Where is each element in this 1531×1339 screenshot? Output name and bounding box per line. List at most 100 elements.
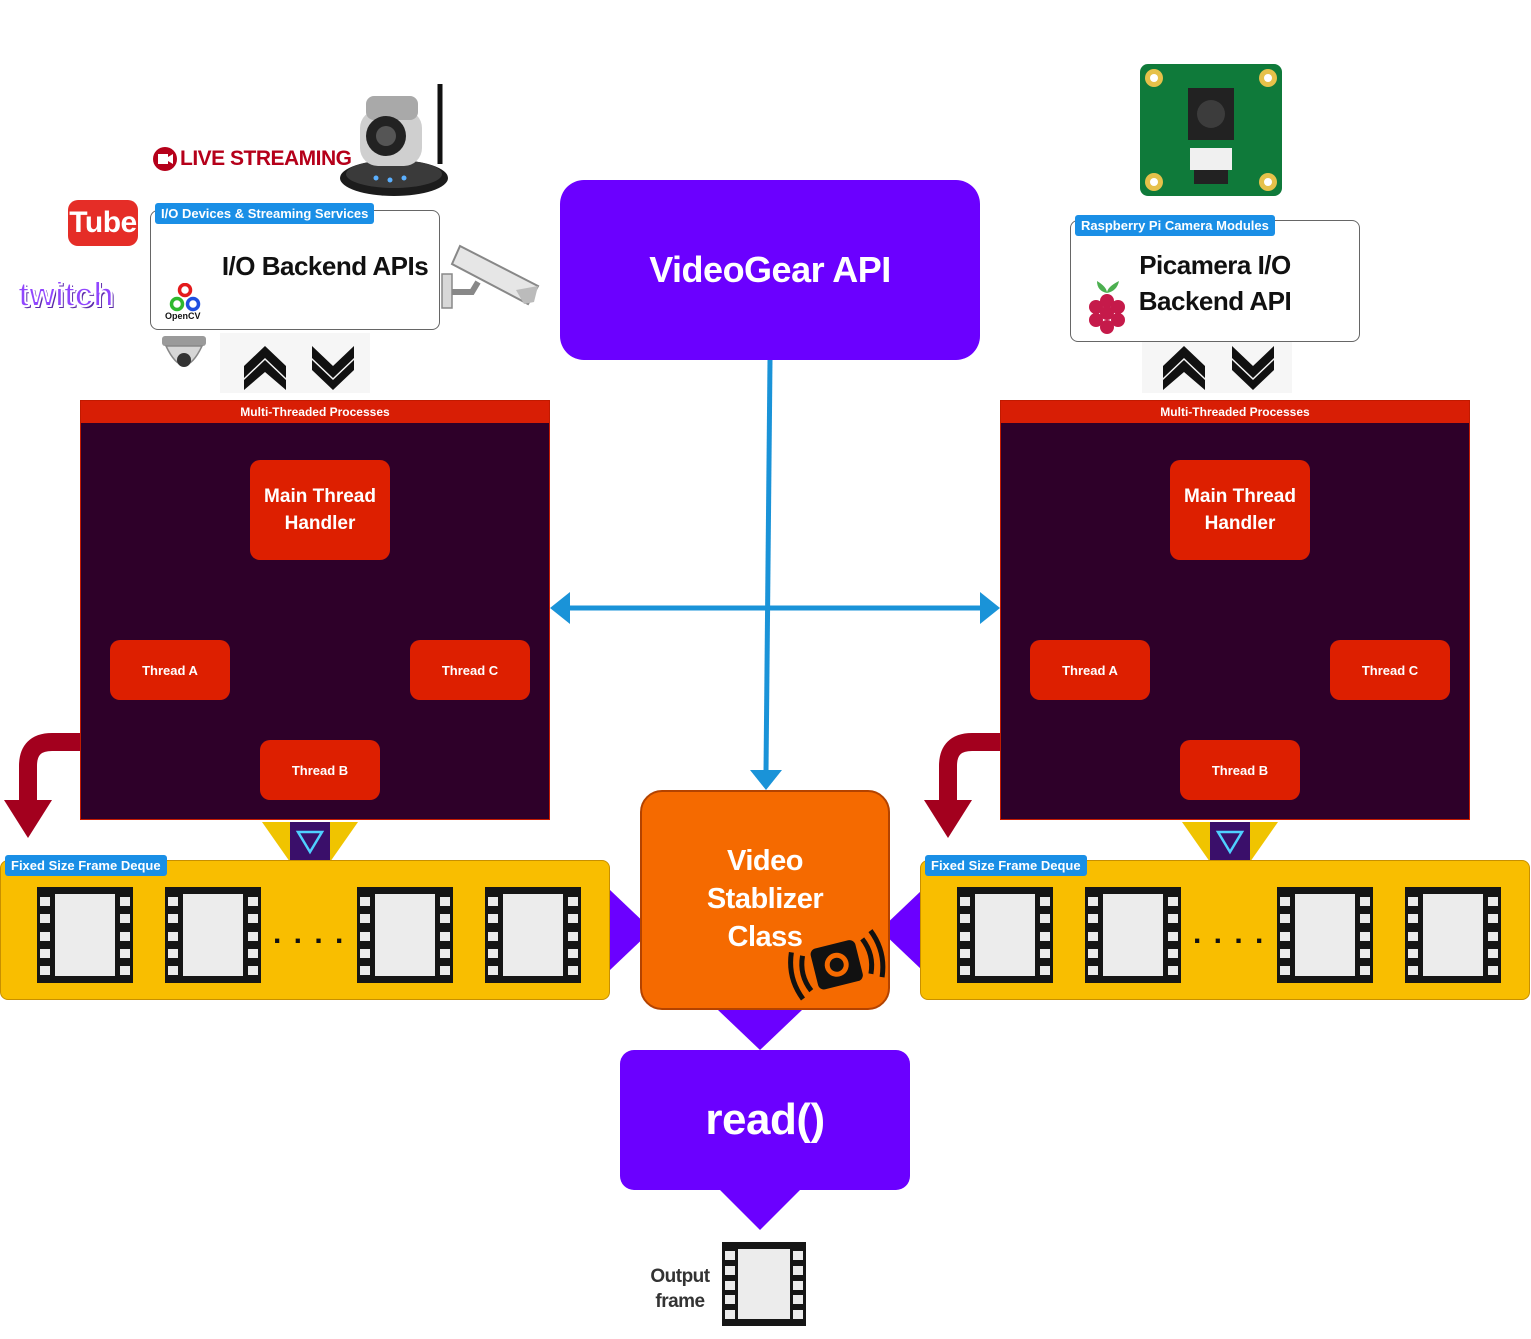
film-sprocket-hole bbox=[1488, 948, 1498, 958]
film-sprocket-hole bbox=[1360, 931, 1370, 941]
film-sprocket-hole bbox=[568, 897, 578, 907]
film-sprocket-hole bbox=[1488, 931, 1498, 941]
ip-camera-icon bbox=[340, 84, 448, 196]
film-sprocket-hole bbox=[360, 931, 370, 941]
dome-camera-icon bbox=[162, 336, 206, 367]
film-sprocket-hole bbox=[793, 1295, 803, 1305]
right-thread-a: Thread A bbox=[1030, 640, 1150, 700]
film-sprocket-hole bbox=[568, 914, 578, 924]
right-main-line2: Handler bbox=[1204, 513, 1276, 534]
raspberry-pi-camera-tag: Raspberry Pi Camera Modules bbox=[1075, 215, 1275, 236]
film-sprocket-hole bbox=[725, 1250, 735, 1260]
film-frame-icon bbox=[165, 887, 261, 983]
film-sprocket-hole bbox=[725, 1265, 735, 1275]
left-thread-b: Thread B bbox=[260, 740, 380, 800]
film-sprocket-hole bbox=[248, 914, 258, 924]
raspberry-pi-icon bbox=[1089, 281, 1125, 334]
film-sprocket-hole bbox=[1088, 965, 1098, 975]
film-sprocket-hole bbox=[248, 965, 258, 975]
film-sprocket-hole bbox=[488, 931, 498, 941]
youtube-logo: Tube bbox=[68, 200, 138, 246]
panels-connector-right-head bbox=[980, 592, 1000, 624]
film-sprocket-hole bbox=[440, 931, 450, 941]
film-sprocket-hole bbox=[1280, 931, 1290, 941]
film-sprocket-hole bbox=[960, 948, 970, 958]
twitch-logo: twitch bbox=[17, 275, 115, 315]
film-sprocket-hole bbox=[1360, 965, 1370, 975]
film-sprocket-hole bbox=[568, 948, 578, 958]
right-main-line1: Main Thread bbox=[1184, 486, 1296, 507]
film-sprocket-hole bbox=[488, 948, 498, 958]
read-method-box: read() bbox=[620, 1050, 910, 1190]
film-sprocket-hole bbox=[1488, 914, 1498, 924]
film-frame-icon bbox=[485, 887, 581, 983]
film-sprocket-hole bbox=[1280, 914, 1290, 924]
cctv-camera-icon bbox=[441, 244, 540, 309]
read-label: read() bbox=[705, 1095, 825, 1144]
record-icon bbox=[153, 147, 177, 171]
film-sprocket-hole bbox=[248, 931, 258, 941]
film-sprocket-hole bbox=[360, 914, 370, 924]
film-frame-icon bbox=[957, 887, 1053, 983]
film-frame-icon bbox=[357, 887, 453, 983]
film-sprocket-hole bbox=[568, 931, 578, 941]
film-sprocket-hole bbox=[488, 914, 498, 924]
output-film-frame-icon bbox=[722, 1242, 806, 1326]
picamera-backend-box: Raspberry Pi Camera Modules Picamera I/O… bbox=[1070, 215, 1360, 342]
film-sprocket-hole bbox=[360, 948, 370, 958]
film-sprocket-hole bbox=[960, 897, 970, 907]
left-main-line2: Handler bbox=[284, 513, 356, 534]
film-frame-icon bbox=[1085, 887, 1181, 983]
film-sprocket-hole bbox=[1488, 965, 1498, 975]
picamera-backend-title: Picamera I/O Backend API bbox=[1131, 247, 1299, 319]
right-thread-b: Thread B bbox=[1180, 740, 1300, 800]
panels-connector-left-head bbox=[550, 592, 570, 624]
film-sprocket-hole bbox=[40, 965, 50, 975]
film-sprocket-hole bbox=[1040, 948, 1050, 958]
film-sprocket-hole bbox=[1408, 897, 1418, 907]
film-sprocket-hole bbox=[1168, 965, 1178, 975]
film-sprocket-hole bbox=[793, 1250, 803, 1260]
film-sprocket-hole bbox=[40, 914, 50, 924]
right-frame-deque: Fixed Size Frame Deque . . . . bbox=[920, 855, 1530, 1000]
left-deque-tag: Fixed Size Frame Deque bbox=[5, 855, 167, 876]
film-sprocket-hole bbox=[168, 948, 178, 958]
film-sprocket-hole bbox=[440, 897, 450, 907]
right-thread-c: Thread C bbox=[1330, 640, 1450, 700]
live-streaming-label: LIVE STREAMING bbox=[180, 147, 352, 170]
stabilizer-line1: Video bbox=[727, 845, 803, 877]
left-thread-a: Thread A bbox=[110, 640, 230, 700]
left-thread-c: Thread C bbox=[410, 640, 530, 700]
stabilizer-line3: Class bbox=[727, 921, 803, 953]
left-main-thread-handler: Main Thread Handler bbox=[250, 460, 390, 560]
film-sprocket-hole bbox=[793, 1280, 803, 1290]
film-sprocket-hole bbox=[1040, 897, 1050, 907]
film-sprocket-hole bbox=[120, 914, 130, 924]
film-sprocket-hole bbox=[168, 897, 178, 907]
picamera-title-line1: Picamera I/O bbox=[1139, 250, 1291, 280]
left-panel-to-deque-arrow bbox=[19, 733, 80, 804]
right-updown-chevrons bbox=[1142, 333, 1292, 393]
film-sprocket-hole bbox=[1280, 965, 1290, 975]
film-sprocket-hole bbox=[1408, 948, 1418, 958]
film-sprocket-hole bbox=[1040, 931, 1050, 941]
film-sprocket-hole bbox=[1408, 965, 1418, 975]
film-sprocket-hole bbox=[960, 931, 970, 941]
film-sprocket-hole bbox=[1360, 914, 1370, 924]
film-sprocket-hole bbox=[488, 897, 498, 907]
right-main-thread-handler: Main Thread Handler bbox=[1170, 460, 1310, 560]
film-frame-icon bbox=[37, 887, 133, 983]
film-sprocket-hole bbox=[1488, 897, 1498, 907]
output-line1: Output bbox=[650, 1266, 710, 1287]
film-sprocket-hole bbox=[248, 948, 258, 958]
film-sprocket-hole bbox=[440, 914, 450, 924]
film-sprocket-hole bbox=[725, 1280, 735, 1290]
film-sprocket-hole bbox=[1040, 914, 1050, 924]
api-to-stabilizer-arrowhead bbox=[750, 770, 782, 790]
right-panel-header: Multi-Threaded Processes bbox=[1001, 401, 1469, 423]
film-sprocket-hole bbox=[1088, 914, 1098, 924]
film-sprocket-hole bbox=[440, 948, 450, 958]
film-sprocket-hole bbox=[793, 1310, 803, 1320]
picamera-board-icon bbox=[1140, 64, 1282, 196]
film-sprocket-hole bbox=[960, 965, 970, 975]
